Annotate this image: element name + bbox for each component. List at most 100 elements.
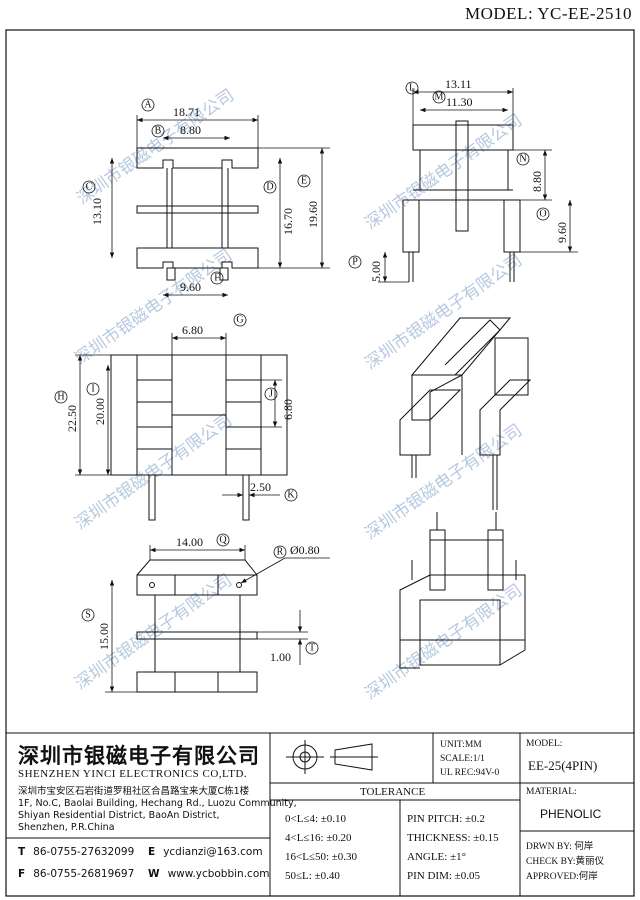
callout-m: M xyxy=(435,92,444,103)
company-name-en: SHENZHEN YINCI ELECTRONICS CO,LTD. xyxy=(18,768,248,780)
front-view xyxy=(136,147,259,281)
elevation-view xyxy=(110,354,288,521)
address-cn: 深圳市宝安区石岩街道罗租社区合昌路宝来大厦C栋1楼 xyxy=(18,786,250,797)
address-en-3: Shenzhen, P.R.China xyxy=(18,822,115,833)
dim-a: 18.71 xyxy=(173,105,200,119)
watermark-3: 深圳市银磁电子有限公司 xyxy=(71,245,236,369)
callout-letter-text: A B C D E F G H I J K L M N O P Q R S T xyxy=(57,83,546,654)
dim-q: 14.00 xyxy=(176,535,203,549)
dim-c: 13.10 xyxy=(90,198,104,225)
watermark-6: 深圳市银磁电子有限公司 xyxy=(361,420,526,544)
dim-n: 8.80 xyxy=(530,171,544,192)
callout-l: L xyxy=(409,83,415,94)
approved-by: APPROVED:何岸 xyxy=(526,872,598,882)
phone-row: T 86-0755-27632099 xyxy=(18,846,134,858)
model-label: MODEL: xyxy=(526,739,563,749)
fax-label: F xyxy=(18,868,26,880)
watermark-8: 深圳市银磁电子有限公司 xyxy=(361,580,526,704)
callout-d: D xyxy=(266,182,273,193)
dim-g: 6.80 xyxy=(182,323,203,337)
tolerance-left-4: 50≤L: ±0.40 xyxy=(285,870,340,882)
scale-text: SCALE:1/1 xyxy=(440,754,485,764)
dim-e: 19.60 xyxy=(306,201,320,228)
watermark-4: 深圳市银磁电子有限公司 xyxy=(361,250,526,374)
dim-m: 11.30 xyxy=(446,95,473,109)
dim-h: 22.50 xyxy=(65,405,79,432)
dim-d: 16.70 xyxy=(281,208,295,235)
tolerance-left-2: 4<L≤16: ±0.20 xyxy=(285,832,352,844)
dim-l: 13.11 xyxy=(445,77,472,91)
callout-i: I xyxy=(91,384,94,395)
callout-k: K xyxy=(287,490,295,501)
title-block-grid xyxy=(5,732,635,897)
dim-b: 8.80 xyxy=(180,123,201,137)
tolerance-right-4: PIN DIM: ±0.05 xyxy=(407,870,480,882)
projection-symbol-icon xyxy=(286,740,378,774)
phone-label: T xyxy=(18,846,26,858)
bottom-view-top-flange xyxy=(136,574,258,596)
dim-f: 9.60 xyxy=(180,280,201,294)
tolerance-left-3: 16<L≤50: ±0.30 xyxy=(285,851,358,863)
callout-e: E xyxy=(301,176,307,187)
tolerance-right-1: PIN PITCH: ±0.2 xyxy=(407,813,485,825)
dim-k: 2.50 xyxy=(250,480,271,494)
address-en-1: 1F, No.C, Baolai Building, Hechang Rd., … xyxy=(18,798,297,809)
tolerance-left-1: 0<L≤4: ±0.10 xyxy=(285,813,347,825)
isometric-view-lower xyxy=(399,512,526,669)
callout-n: N xyxy=(519,154,526,165)
web-label: W xyxy=(148,868,160,880)
callout-q: Q xyxy=(219,535,227,546)
callout-b: B xyxy=(155,126,162,137)
web-value: www.ycbobbin.com xyxy=(167,868,270,880)
front-view-center-bar xyxy=(136,205,259,214)
side-view xyxy=(402,120,521,282)
material-value: PHENOLIC xyxy=(540,807,602,821)
watermark-2: 深圳市银磁电子有限公司 xyxy=(361,110,526,234)
dim-r: Ø0.80 xyxy=(290,543,320,557)
isometric-view-upper xyxy=(399,317,532,510)
dim-s: 15.00 xyxy=(97,623,111,650)
checked-by: CHECK BY:黄丽仪 xyxy=(526,857,605,867)
dimension-lines xyxy=(75,88,578,693)
ul-text: UL REC:94V-0 xyxy=(440,768,500,778)
callout-j: J xyxy=(269,389,273,400)
callout-t: T xyxy=(309,643,315,654)
model-value: EE-25(4PIN) xyxy=(528,758,598,773)
dim-i: 20.00 xyxy=(93,398,107,425)
unit-text: UNIT:MM xyxy=(440,740,482,750)
phone-value: 86-0755-27632099 xyxy=(33,846,135,858)
dim-p: 5.00 xyxy=(369,261,383,282)
tolerance-right-3: ANGLE: ±1° xyxy=(407,851,467,863)
callout-s: S xyxy=(85,610,91,621)
fax-row: F 86-0755-26819697 xyxy=(18,868,134,880)
material-label: MATERIAL: xyxy=(526,787,577,797)
drawn-by: DRWN BY: 何岸 xyxy=(526,842,594,852)
bottom-view-center-bar xyxy=(136,631,258,640)
dim-o: 9.60 xyxy=(555,222,569,243)
callout-g: G xyxy=(236,315,243,326)
callout-p: P xyxy=(352,257,358,268)
model-title: MODEL: YC-EE-2510 xyxy=(465,4,632,23)
bottom-view xyxy=(136,559,258,693)
callout-c: C xyxy=(86,182,93,193)
company-name-cn: 深圳市银磁电子有限公司 xyxy=(18,743,260,768)
callout-letters xyxy=(54,81,550,655)
bottom-view-bottom-flange xyxy=(136,671,258,693)
callout-r: R xyxy=(277,547,284,558)
callout-f: F xyxy=(214,273,220,284)
email-label: E xyxy=(148,846,156,858)
address-en-2: Shiyan Residential District, BaoAn Distr… xyxy=(18,810,220,821)
callout-o: O xyxy=(539,209,546,220)
watermark-1: 深圳市银磁电子有限公司 xyxy=(73,85,238,209)
watermark-5: 深圳市银磁电子有限公司 xyxy=(71,410,236,534)
dim-t: 1.00 xyxy=(270,650,291,664)
dimension-values: 18.71 8.80 13.10 16.70 19.60 9.60 13.11 … xyxy=(65,77,569,664)
tolerance-right-2: THICKNESS: ±0.15 xyxy=(407,832,499,844)
tolerance-title: TOLERANCE xyxy=(360,786,426,798)
callout-h: H xyxy=(57,392,64,403)
callout-a: A xyxy=(144,100,152,111)
fax-value: 86-0755-26819697 xyxy=(33,868,135,880)
email-value: ycdianzi@163.com xyxy=(163,846,263,858)
